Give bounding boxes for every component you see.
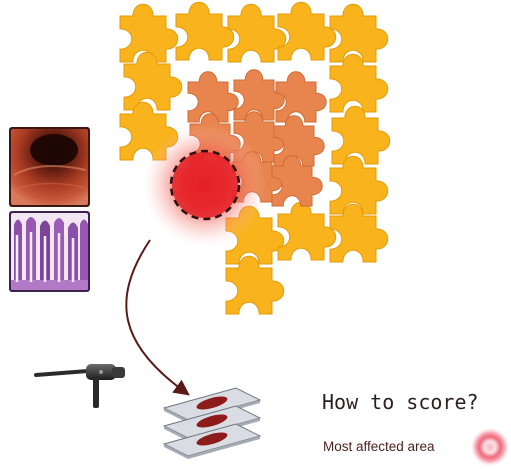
outer-puzzle-piece (226, 256, 284, 314)
most-affected-area-marker (143, 123, 267, 247)
legend-label: Most affected area (323, 439, 435, 454)
outer-puzzle-piece (330, 156, 388, 214)
sampling-arrow (126, 240, 185, 392)
outer-puzzle-piece (278, 202, 336, 260)
outer-puzzle-piece (278, 2, 336, 60)
slides-icon (164, 388, 260, 459)
outer-puzzle-piece (332, 106, 390, 164)
endoscope-icon (36, 364, 125, 408)
question-title: How to score? (322, 390, 479, 414)
outer-puzzle-piece (330, 4, 388, 62)
outer-puzzle-piece (176, 2, 234, 60)
legend-marker (471, 428, 509, 466)
outer-puzzle-piece (228, 4, 286, 62)
outer-puzzle-piece (330, 54, 388, 112)
endoscopy-image (9, 127, 90, 207)
histology-image (9, 211, 90, 292)
